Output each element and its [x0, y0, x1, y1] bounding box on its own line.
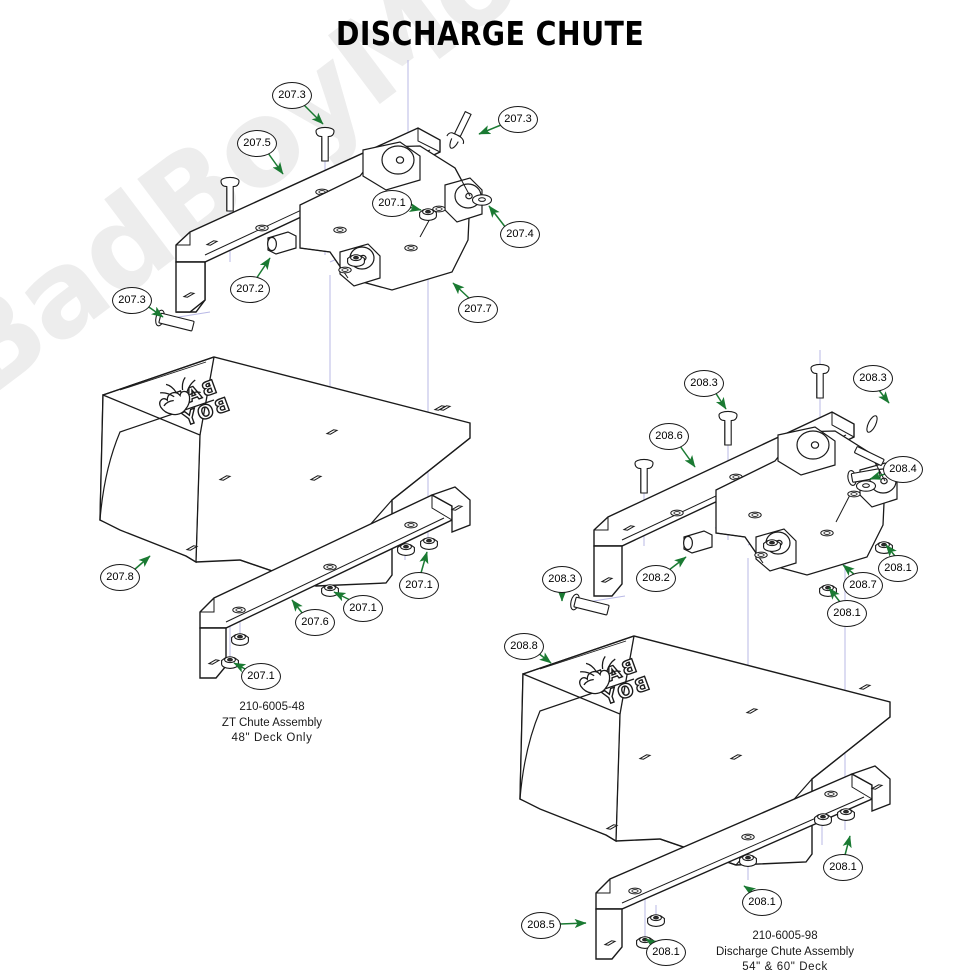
nut-208-1-e	[814, 813, 832, 826]
bolt-207-3-d	[155, 309, 195, 332]
callout-207-5[interactable]: 207.5	[237, 129, 277, 157]
callout-207-1[interactable]: 207.1	[343, 594, 383, 622]
washer-207-4	[471, 194, 493, 206]
callout-207-4[interactable]: 207.4	[500, 220, 540, 248]
nut-207-1-f	[231, 633, 249, 646]
bolt-208-3-a	[718, 410, 738, 446]
callout-208-7[interactable]: 208.7	[843, 571, 883, 599]
nut-208-1-c	[763, 539, 781, 552]
part-number: 210-6005-98	[752, 930, 818, 942]
assembly-name: Discharge Chute Assembly	[715, 945, 855, 958]
callout-207-7[interactable]: 207.7	[458, 295, 498, 323]
page-title: DISCHARGE CHUTE	[335, 14, 645, 53]
nut-208-1-d	[739, 854, 757, 867]
fitment-note: 54" & 60" Deck	[742, 961, 828, 974]
callout-208-3[interactable]: 208.3	[542, 565, 582, 593]
nut-208-1-f	[837, 808, 855, 821]
callout-207-3[interactable]: 207.3	[112, 286, 152, 314]
callout-207-2[interactable]: 207.2	[230, 275, 270, 303]
bolt-207-3-a	[315, 126, 335, 162]
right-assembly-geometry: BAD BOY	[519, 350, 898, 960]
nut-207-1-e	[420, 537, 438, 550]
callout-208-1[interactable]: 208.1	[823, 853, 863, 881]
callout-207-1[interactable]: 207.1	[241, 662, 281, 690]
callout-208-4[interactable]: 208.4	[883, 455, 923, 483]
bolt-207-3-c	[446, 110, 472, 149]
callout-208-6[interactable]: 208.6	[649, 422, 689, 450]
nut-207-1-a	[419, 208, 437, 221]
callout-207-3[interactable]: 207.3	[498, 105, 538, 133]
callout-207-3[interactable]: 207.3	[272, 81, 312, 109]
callout-208-1[interactable]: 208.1	[742, 888, 782, 916]
bolt-208-3-e	[570, 593, 610, 616]
callout-207-6[interactable]: 207.6	[295, 608, 335, 636]
nut-207-1-b	[347, 254, 365, 267]
bolt-207-3-b	[220, 176, 240, 212]
callout-208-8[interactable]: 208.8	[504, 632, 544, 660]
nut-208-1-a	[875, 541, 893, 554]
callout-208-1[interactable]: 208.1	[827, 599, 867, 627]
assembly-name: ZT Chute Assembly	[221, 716, 323, 729]
callout-207-1[interactable]: 207.1	[372, 189, 412, 217]
bolt-208-3-c	[810, 363, 830, 399]
callout-208-1[interactable]: 208.1	[878, 554, 918, 582]
nut-207-1-d	[397, 543, 415, 556]
left-assembly-geometry: BAD BOY	[99, 60, 507, 679]
callout-208-3[interactable]: 208.3	[853, 364, 893, 392]
fitment-note: 48" Deck Only	[231, 732, 313, 745]
callout-207-8[interactable]: 207.8	[100, 563, 140, 591]
callout-208-2[interactable]: 208.2	[636, 564, 676, 592]
washer-208-4	[855, 480, 877, 492]
callout-208-3[interactable]: 208.3	[684, 369, 724, 397]
callout-208-5[interactable]: 208.5	[521, 911, 561, 939]
nut-208-1-g	[647, 914, 665, 927]
nut-207-1-g	[221, 656, 239, 669]
callout-207-1[interactable]: 207.1	[399, 571, 439, 599]
left-assembly-caption: 210-6005-48 ZT Chute Assembly 48" Deck Onl…	[152, 700, 392, 747]
part-number: 210-6005-48	[239, 701, 305, 713]
bolt-208-3-b	[634, 458, 654, 494]
nut-207-1-c	[321, 584, 339, 597]
bolt-208-3-d	[854, 415, 885, 466]
